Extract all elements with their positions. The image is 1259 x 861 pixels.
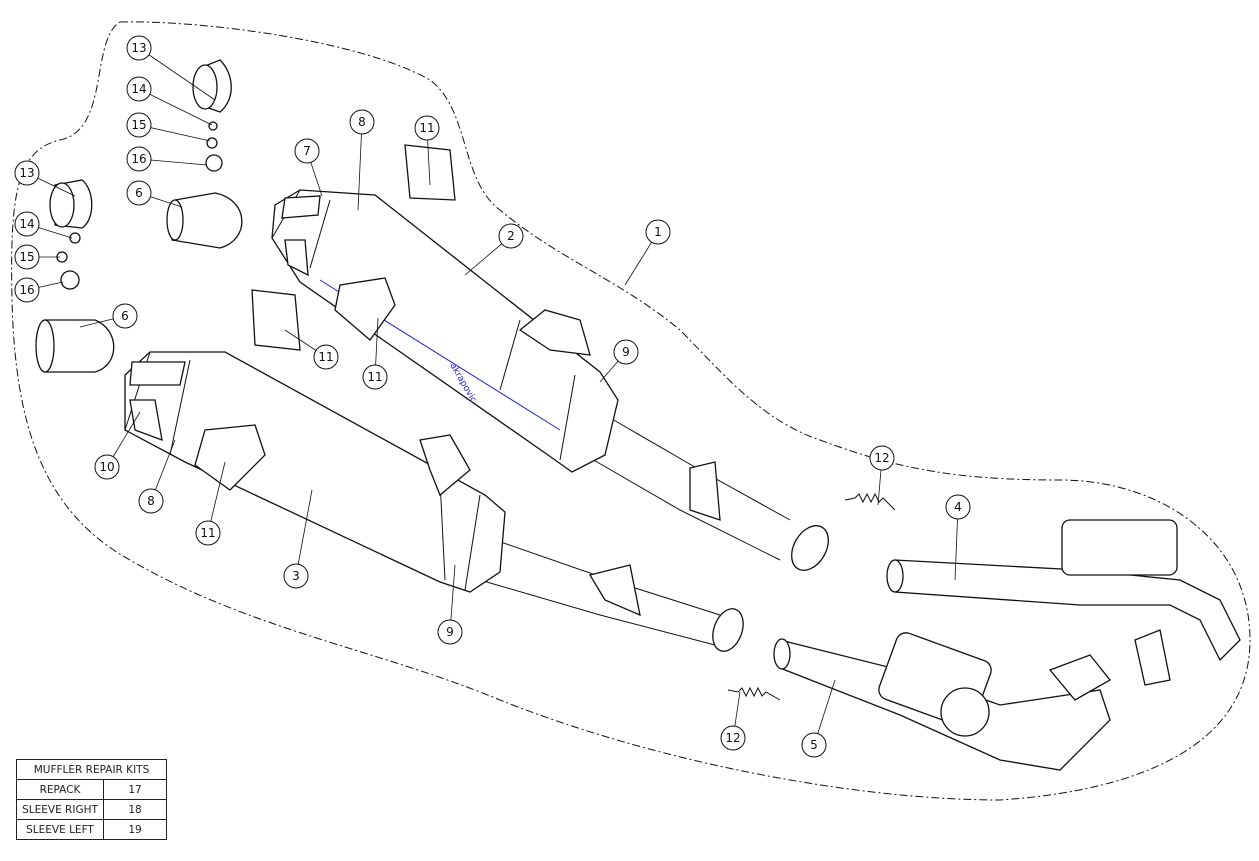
small-parts [35,59,243,373]
svg-text:12: 12 [725,731,740,745]
callout-1: 1 [624,219,671,286]
svg-text:11: 11 [419,121,434,135]
callout-11: 11 [195,461,226,546]
header-pipes [773,519,1241,771]
heat-pad [404,144,456,201]
svg-text:6: 6 [121,309,129,323]
callout-6: 6 [79,303,138,329]
callout-8: 8 [138,439,176,514]
svg-text:1: 1 [654,225,662,239]
svg-text:9: 9 [446,625,454,639]
callout-13: 13 [14,160,76,197]
svg-text:7: 7 [303,144,311,158]
callout-9: 9 [437,564,463,645]
callout-10: 10 [94,411,141,480]
callout-16: 16 [126,146,208,172]
callout-16: 16 [14,277,64,303]
muffler-left [124,351,744,652]
callout-2: 2 [464,223,524,276]
table-title: MUFFLER REPAIR KITS [16,759,167,780]
svg-text:12: 12 [874,451,889,465]
callout-14: 14 [14,211,73,239]
svg-text:9: 9 [622,345,630,359]
svg-text:6: 6 [135,186,143,200]
svg-text:11: 11 [200,526,215,540]
svg-text:8: 8 [358,115,366,129]
svg-text:15: 15 [131,118,146,132]
svg-text:14: 14 [131,82,146,96]
svg-text:11: 11 [318,350,333,364]
callout-11: 11 [284,329,339,370]
svg-text:2: 2 [507,229,515,243]
callout-15: 15 [126,112,211,142]
callout-14: 14 [126,76,213,126]
svg-text:10: 10 [99,460,114,474]
svg-text:4: 4 [954,500,962,514]
callout-13: 13 [126,35,216,101]
heat-pad [251,289,301,351]
callout-5: 5 [801,679,836,758]
svg-text:16: 16 [131,152,146,166]
callout-4: 4 [945,494,971,581]
svg-text:13: 13 [131,41,146,55]
callout-11: 11 [362,317,388,390]
callout-11: 11 [414,115,440,186]
svg-text:11: 11 [367,370,382,384]
callout-7: 7 [294,138,323,197]
callout-12: 12 [720,691,746,751]
callout-8: 8 [349,109,375,211]
callout-15: 15 [14,244,60,270]
svg-text:16: 16 [19,283,34,297]
spring [727,686,781,701]
svg-text:3: 3 [292,569,300,583]
callout-6: 6 [126,180,183,208]
callout-3: 3 [283,489,313,589]
svg-text:8: 8 [147,494,155,508]
svg-text:13: 13 [19,166,34,180]
callout-12: 12 [869,445,895,506]
spring [844,492,896,511]
svg-text:15: 15 [19,250,34,264]
callout-9: 9 [599,339,639,383]
svg-text:5: 5 [810,738,818,752]
svg-text:14: 14 [19,217,34,231]
